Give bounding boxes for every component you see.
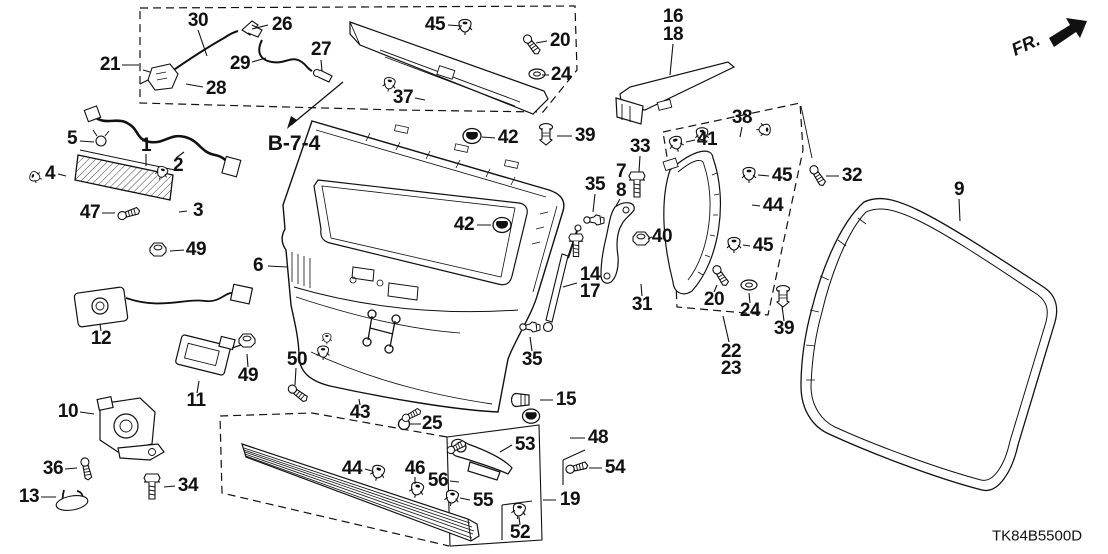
bulb-socket [92, 129, 110, 147]
callout-23: 23 [720, 358, 742, 379]
callout-49: 49 [185, 239, 207, 260]
callout-48: 48 [587, 427, 609, 448]
callout-24: 24 [739, 300, 761, 321]
callout-56: 56 [427, 470, 449, 491]
callout-52: 52 [509, 522, 531, 543]
callout-9: 9 [953, 179, 965, 200]
callout-15: 15 [555, 389, 577, 410]
callout-47: 47 [79, 202, 101, 223]
callout-18: 18 [662, 24, 684, 45]
tailgate-hinge [600, 202, 635, 284]
callout-34: 34 [177, 475, 199, 496]
callout-43: 43 [349, 402, 371, 423]
callout-39: 39 [574, 125, 596, 146]
callout-3: 3 [192, 200, 204, 221]
callout-8: 8 [615, 180, 627, 201]
callout-42: 42 [497, 127, 519, 148]
callout-13: 13 [18, 486, 40, 507]
callout-54: 54 [604, 457, 626, 478]
callout-32: 32 [841, 165, 863, 186]
diagram-code: TK84B5500D [991, 527, 1083, 545]
callout-35: 35 [584, 174, 606, 195]
callout-1: 1 [140, 135, 152, 156]
callout-29: 29 [229, 53, 251, 74]
callout-26: 26 [271, 14, 293, 35]
opener-switch-group-box [446, 424, 586, 547]
callout-31: 31 [631, 294, 653, 315]
license-garnish-group-box [219, 412, 450, 547]
callout-19: 19 [559, 489, 581, 510]
callout-6: 6 [252, 255, 264, 276]
callout-24: 24 [550, 64, 572, 85]
reference-link-label: B-7-4 [267, 132, 321, 155]
washer-tube-spoiler-group-box [139, 5, 578, 113]
callout-33: 33 [629, 136, 651, 157]
tailgate-strut [542, 224, 582, 333]
washer-nozzle [139, 63, 179, 91]
callout-45: 45 [424, 14, 446, 35]
stoplight-assembly [74, 105, 242, 201]
callout-11: 11 [186, 390, 206, 411]
callout-20: 20 [703, 289, 725, 310]
tailgate-lock [96, 395, 165, 461]
callout-44: 44 [762, 195, 784, 216]
callout-2: 2 [172, 155, 184, 176]
callout-46: 46 [404, 458, 426, 479]
callout-42: 42 [453, 214, 475, 235]
callout-14: 14 [579, 264, 601, 285]
callout-17: 17 [579, 281, 601, 302]
callout-7: 7 [615, 161, 627, 182]
spoiler [349, 21, 549, 115]
fr-arrow-icon [1049, 18, 1087, 47]
callout-39: 39 [773, 318, 795, 339]
callout-49: 49 [237, 365, 259, 386]
washer-tube-assembly [139, 20, 333, 91]
callout-40: 40 [651, 226, 673, 247]
pillar-garnish [662, 105, 813, 343]
callout-45: 45 [752, 235, 774, 256]
striker [55, 489, 89, 511]
callout-37: 37 [392, 87, 414, 108]
license-garnish [241, 443, 480, 542]
callout-22: 22 [720, 341, 742, 362]
callout-4: 4 [44, 163, 56, 184]
leader-lines [41, 24, 961, 526]
tailgate-panel [281, 120, 565, 413]
spoiler-garnish [615, 43, 736, 125]
callout-16: 16 [662, 6, 684, 27]
callout-53: 53 [514, 434, 536, 455]
callout-55: 55 [472, 490, 494, 511]
weatherstrip [800, 197, 1058, 492]
callout-45: 45 [771, 165, 793, 186]
callout-20: 20 [549, 30, 571, 51]
rear-camera [73, 283, 254, 328]
callout-41: 41 [696, 129, 718, 150]
callout-10: 10 [57, 401, 79, 422]
callout-27: 27 [310, 39, 332, 60]
h-emblem [362, 309, 401, 354]
fasteners [27, 18, 828, 521]
callout-44: 44 [341, 458, 363, 479]
callout-21: 21 [99, 54, 121, 75]
callout-12: 12 [90, 328, 112, 349]
callout-30: 30 [187, 10, 209, 31]
callout-25: 25 [421, 413, 443, 434]
callout-36: 36 [42, 458, 64, 479]
license-light [175, 334, 242, 376]
b74-arrow [287, 81, 344, 129]
callout-50: 50 [286, 349, 308, 370]
callout-5: 5 [66, 128, 78, 149]
tube-joint-27 [312, 68, 333, 83]
callout-28: 28 [205, 78, 227, 99]
callout-38: 38 [731, 107, 753, 128]
callout-35: 35 [521, 349, 543, 370]
